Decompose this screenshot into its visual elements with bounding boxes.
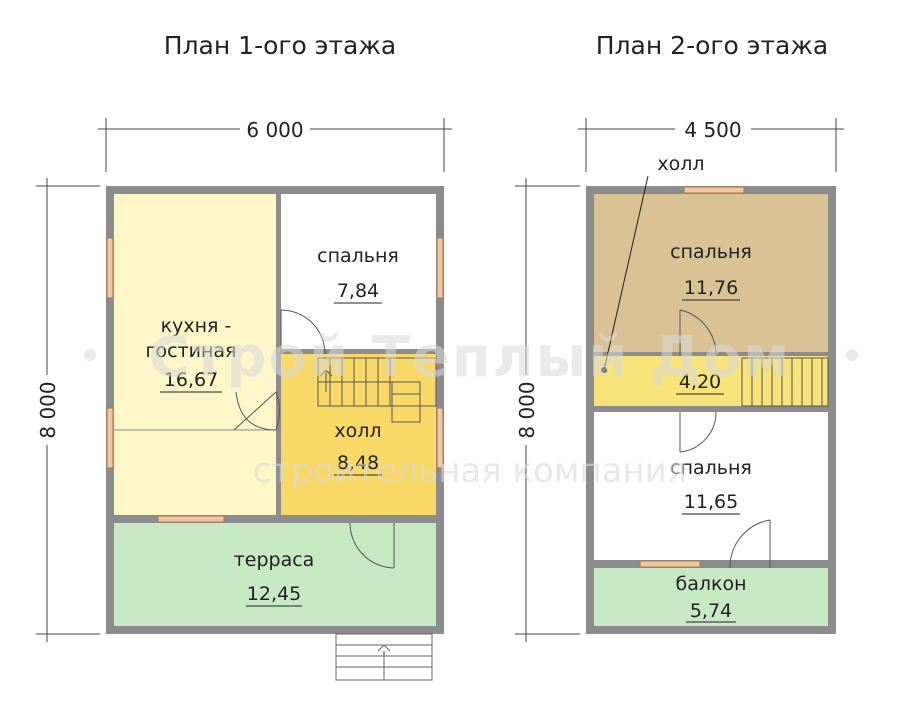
balcony [594,568,828,626]
watermark: Строй Теплый Дом строительная компания [84,325,858,491]
bedroom-1f-label: спальня [317,245,399,267]
hall-2f-callout: холл [657,153,704,175]
plan1: 6 000 8 000 [34,116,452,681]
plan1-stairs [317,357,437,423]
terrace-label: терраса [234,549,315,571]
plan1-title: План 1-ого этажа [164,31,396,60]
watermark-tagline: строительная компания [253,451,688,491]
watermark-brand: Строй Теплый Дом [149,325,791,390]
bedroom-2f-top [594,194,828,352]
watermark-dot-right [846,349,858,361]
terrace-area: 12,45 [247,583,301,605]
balcony-area: 5,74 [690,600,732,622]
plan2-title: План 2-ого этажа [596,31,828,60]
watermark-dot-left [84,349,96,361]
bedroom-2f-top-label: спальня [670,241,752,263]
plan1-entrance-steps [335,633,433,681]
kitchen-area: 16,67 [164,369,218,391]
hall-2f-area: 4,20 [679,371,721,393]
plan2-doors [679,309,771,569]
bedroom-2f-bottom-area: 11,65 [684,491,738,513]
bedroom-1f [281,194,436,349]
plan1-height-label: 8 000 [36,381,60,438]
balcony-label: балкон [675,573,746,595]
bedroom-2f-bottom-label: спальня [670,457,752,479]
plan1-width-label: 6 000 [246,118,303,142]
bedroom-1f-area: 7,84 [337,280,379,302]
kitchen-label-line2: гостиная [146,340,237,362]
hall-1f-area: 8,48 [337,452,379,474]
kitchen-label-line1: кухня - [161,315,232,337]
plan2: 4 500 8 000 [513,116,844,642]
bedroom-2f-bottom [594,412,828,560]
hall-callout-dot [601,367,607,373]
hall-1f-label: холл [334,420,381,442]
plan1-windows [106,237,444,523]
terrace [114,523,436,626]
plan2-stairs [741,357,829,407]
plan1-doors [233,309,395,569]
plan2-width-label: 4 500 [684,118,741,142]
hall-callout-line [603,175,649,371]
bedroom-2f-top-area: 11,76 [684,277,738,299]
kitchen-living-room [114,194,276,515]
plan2-height-label: 8 000 [515,381,539,438]
plan2-windows [639,186,745,568]
